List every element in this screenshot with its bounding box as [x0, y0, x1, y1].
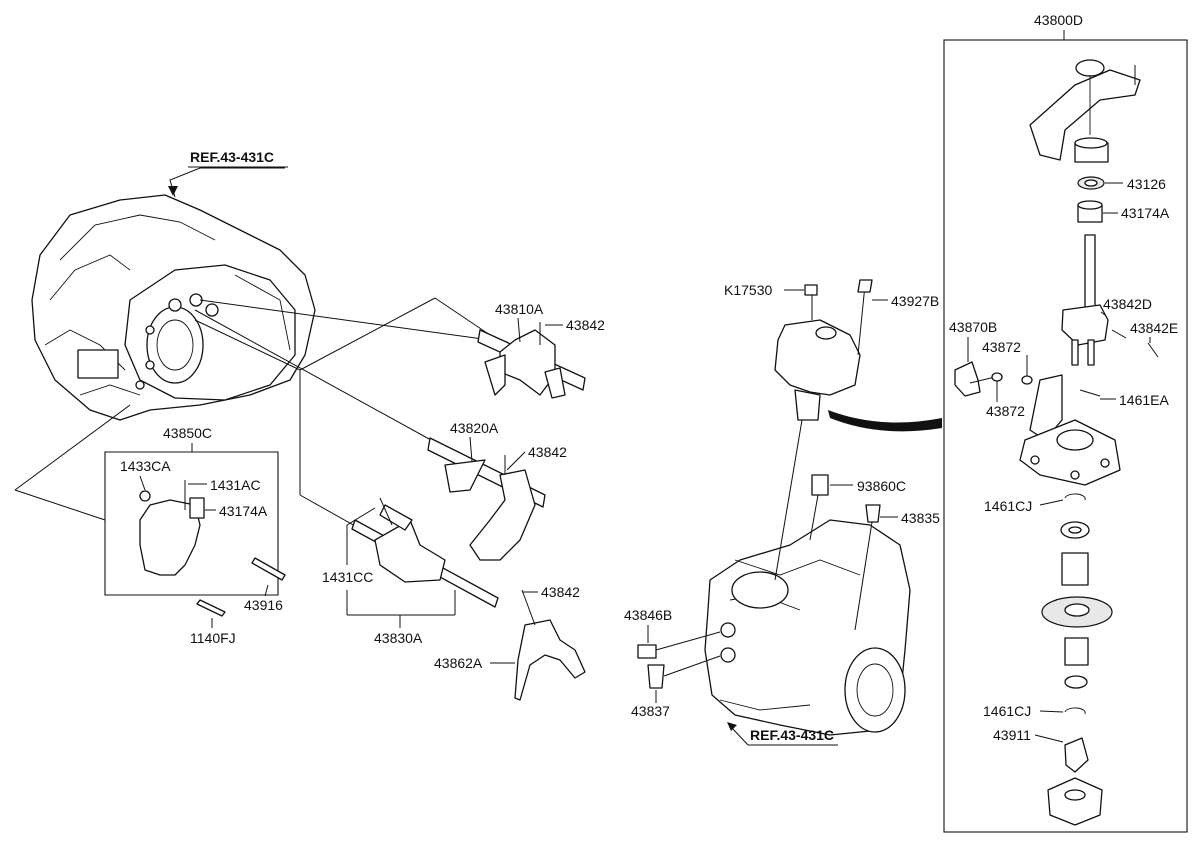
label-43820A: 43820A [450, 420, 499, 436]
plug-43835 [854, 504, 881, 631]
label-43810A: 43810A [495, 301, 544, 317]
label-43837: 43837 [631, 703, 670, 719]
parts-43800D-stack [954, 59, 1159, 826]
label-43862A: 43862A [434, 655, 483, 671]
transmission-case-right [704, 519, 911, 736]
label-K17530: K17530 [724, 282, 772, 298]
ref-label-top: REF.43-431C [190, 149, 274, 165]
label-1461CJ-a: 1461CJ [984, 498, 1032, 514]
plug-43846B [637, 631, 721, 659]
label-1431CC: 1431CC [322, 569, 373, 585]
sensor-93860C [809, 474, 829, 541]
label-43842D: 43842D [1103, 296, 1152, 312]
label-93860C: 93860C [857, 478, 906, 494]
label-43842-1: 43842 [566, 317, 605, 333]
label-43835: 43835 [901, 510, 940, 526]
shift-fork-43820A [427, 437, 546, 561]
assembly-box-43800D [943, 39, 1188, 833]
connector-arrow [828, 410, 942, 432]
label-1431AC: 1431AC [210, 477, 261, 493]
label-43126: 43126 [1127, 176, 1166, 192]
label-43842-2: 43842 [528, 444, 567, 460]
shift-rail-43830A [351, 497, 499, 608]
label-43870B: 43870B [949, 319, 997, 335]
label-43174A-right: 43174A [1121, 205, 1170, 221]
label-43927B: 43927B [891, 293, 939, 309]
label-43916: 43916 [244, 597, 283, 613]
label-43872-a: 43872 [982, 339, 1021, 355]
label-1433CA: 1433CA [120, 458, 171, 474]
shift-lever-housing [774, 279, 873, 581]
transmission-case-left [31, 167, 316, 421]
label-43872-b: 43872 [986, 403, 1025, 419]
shift-fork-43862A [514, 589, 586, 701]
shift-fork-43810A [477, 322, 586, 399]
plug-43837 [647, 655, 721, 689]
label-43842-3: 43842 [541, 584, 580, 600]
label-43846B: 43846B [624, 607, 672, 623]
label-43850C: 43850C [163, 425, 212, 441]
label-43830A: 43830A [374, 630, 423, 646]
label-43800D: 43800D [1034, 12, 1083, 28]
bracket-43850C-group [104, 451, 286, 617]
label-43842E: 43842E [1130, 320, 1178, 336]
label-43911: 43911 [993, 727, 1031, 743]
label-1140FJ: 1140FJ [190, 630, 236, 646]
label-43174A-left: 43174A [219, 503, 268, 519]
ref-label-bottom: REF.43-431C [750, 727, 834, 743]
label-1461EA: 1461EA [1119, 392, 1169, 408]
label-1461CJ-b: 1461CJ [983, 703, 1031, 719]
